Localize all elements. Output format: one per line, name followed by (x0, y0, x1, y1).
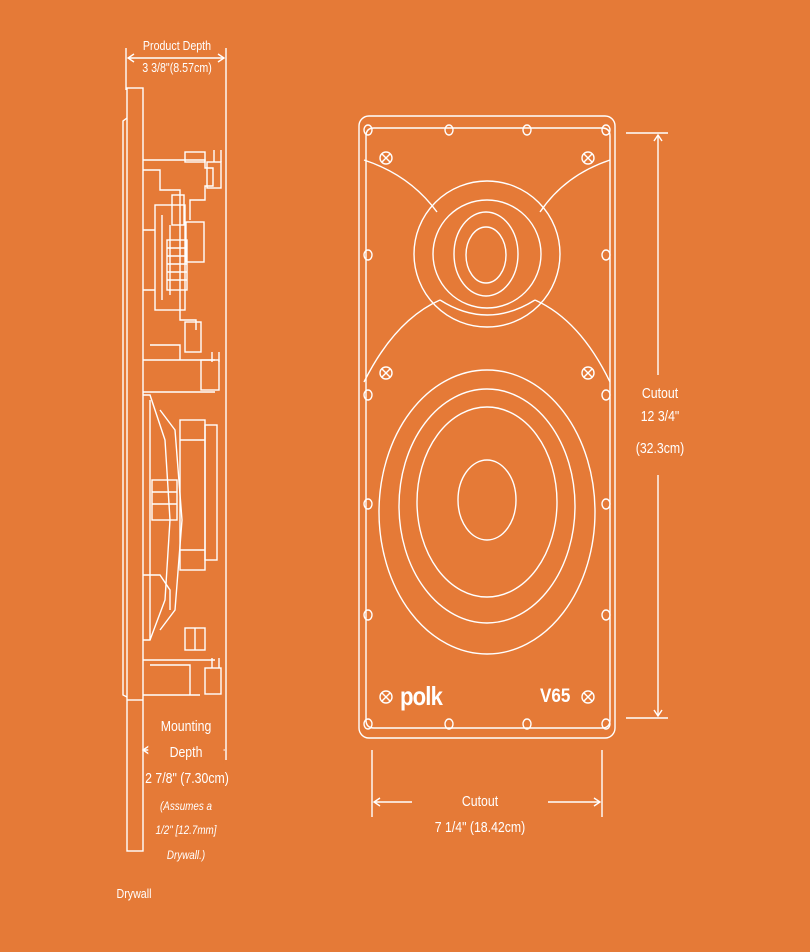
cutout-width-value: 7 1/4" (18.42cm) (434, 819, 526, 836)
speaker-frame (143, 150, 222, 330)
middle-clamp (143, 321, 220, 393)
mounting-hole-icon (363, 718, 373, 730)
mounting-hole-icon (522, 124, 532, 136)
screw-icon (379, 151, 393, 165)
screw-icon (379, 690, 393, 704)
front-view (358, 115, 668, 817)
mounting-hole-icons (363, 124, 611, 730)
mounting-depth-value: 2 7/8" (7.30cm) (145, 770, 229, 787)
product-depth-value: 3 3/8"(8.57cm) (142, 60, 212, 75)
drywall-note-line1: (Assumes a (160, 799, 212, 813)
mounting-hole-icon (601, 609, 611, 621)
mounting-hole-icon (601, 249, 611, 261)
side-view (122, 48, 227, 852)
screw-icon (379, 366, 393, 380)
drywall-note-line3: Drywall.) (166, 848, 206, 862)
mounting-hole-icon (363, 249, 373, 261)
woofer-side (143, 394, 218, 641)
cutout-height-value-cm: (32.3cm) (635, 440, 685, 457)
drywall-slab (126, 87, 144, 852)
mounting-depth-title-line1: Mounting (160, 718, 212, 735)
mounting-hole-icon (363, 609, 373, 621)
mounting-hole-icon (601, 124, 611, 136)
screw-icon (581, 151, 595, 165)
speaker-outline (358, 115, 616, 739)
bottom-clamp (143, 627, 222, 696)
mounting-hole-icon (444, 124, 454, 136)
mounting-hole-icon (522, 718, 532, 730)
cutout-width-dimension (371, 750, 603, 817)
woofer-front (378, 369, 596, 655)
tweeter-side (143, 194, 205, 311)
speaker-flange (122, 117, 128, 698)
drywall-note-line2: 1/2" [12.7mm] (155, 823, 217, 837)
cutout-height-value-inches: 12 3/4" (640, 408, 680, 425)
screw-icon (581, 366, 595, 380)
tweeter-front (413, 180, 561, 328)
screw-icons (379, 151, 595, 704)
cutout-width-title: Cutout (461, 793, 499, 810)
mounting-hole-icon (444, 718, 454, 730)
cutout-height-dimension (626, 132, 668, 719)
product-depth-dimension (125, 48, 227, 760)
mounting-hole-icon (601, 389, 611, 401)
mounting-hole-icon (363, 389, 373, 401)
mounting-hole-icon (601, 498, 611, 510)
cutout-height-title: Cutout (641, 385, 679, 402)
polk-logo: polk (400, 681, 443, 711)
mounting-hole-icon (363, 124, 373, 136)
drywall-label: Drywall (116, 886, 152, 901)
tweeter-baffle (363, 159, 611, 213)
mounting-depth-title-line2: Depth (148, 742, 224, 764)
screw-icon (581, 690, 595, 704)
mounting-hole-icon (601, 718, 611, 730)
mounting-hole-icon (363, 498, 373, 510)
model-name: V65 (540, 686, 571, 707)
product-depth-title: Product Depth (142, 38, 212, 53)
